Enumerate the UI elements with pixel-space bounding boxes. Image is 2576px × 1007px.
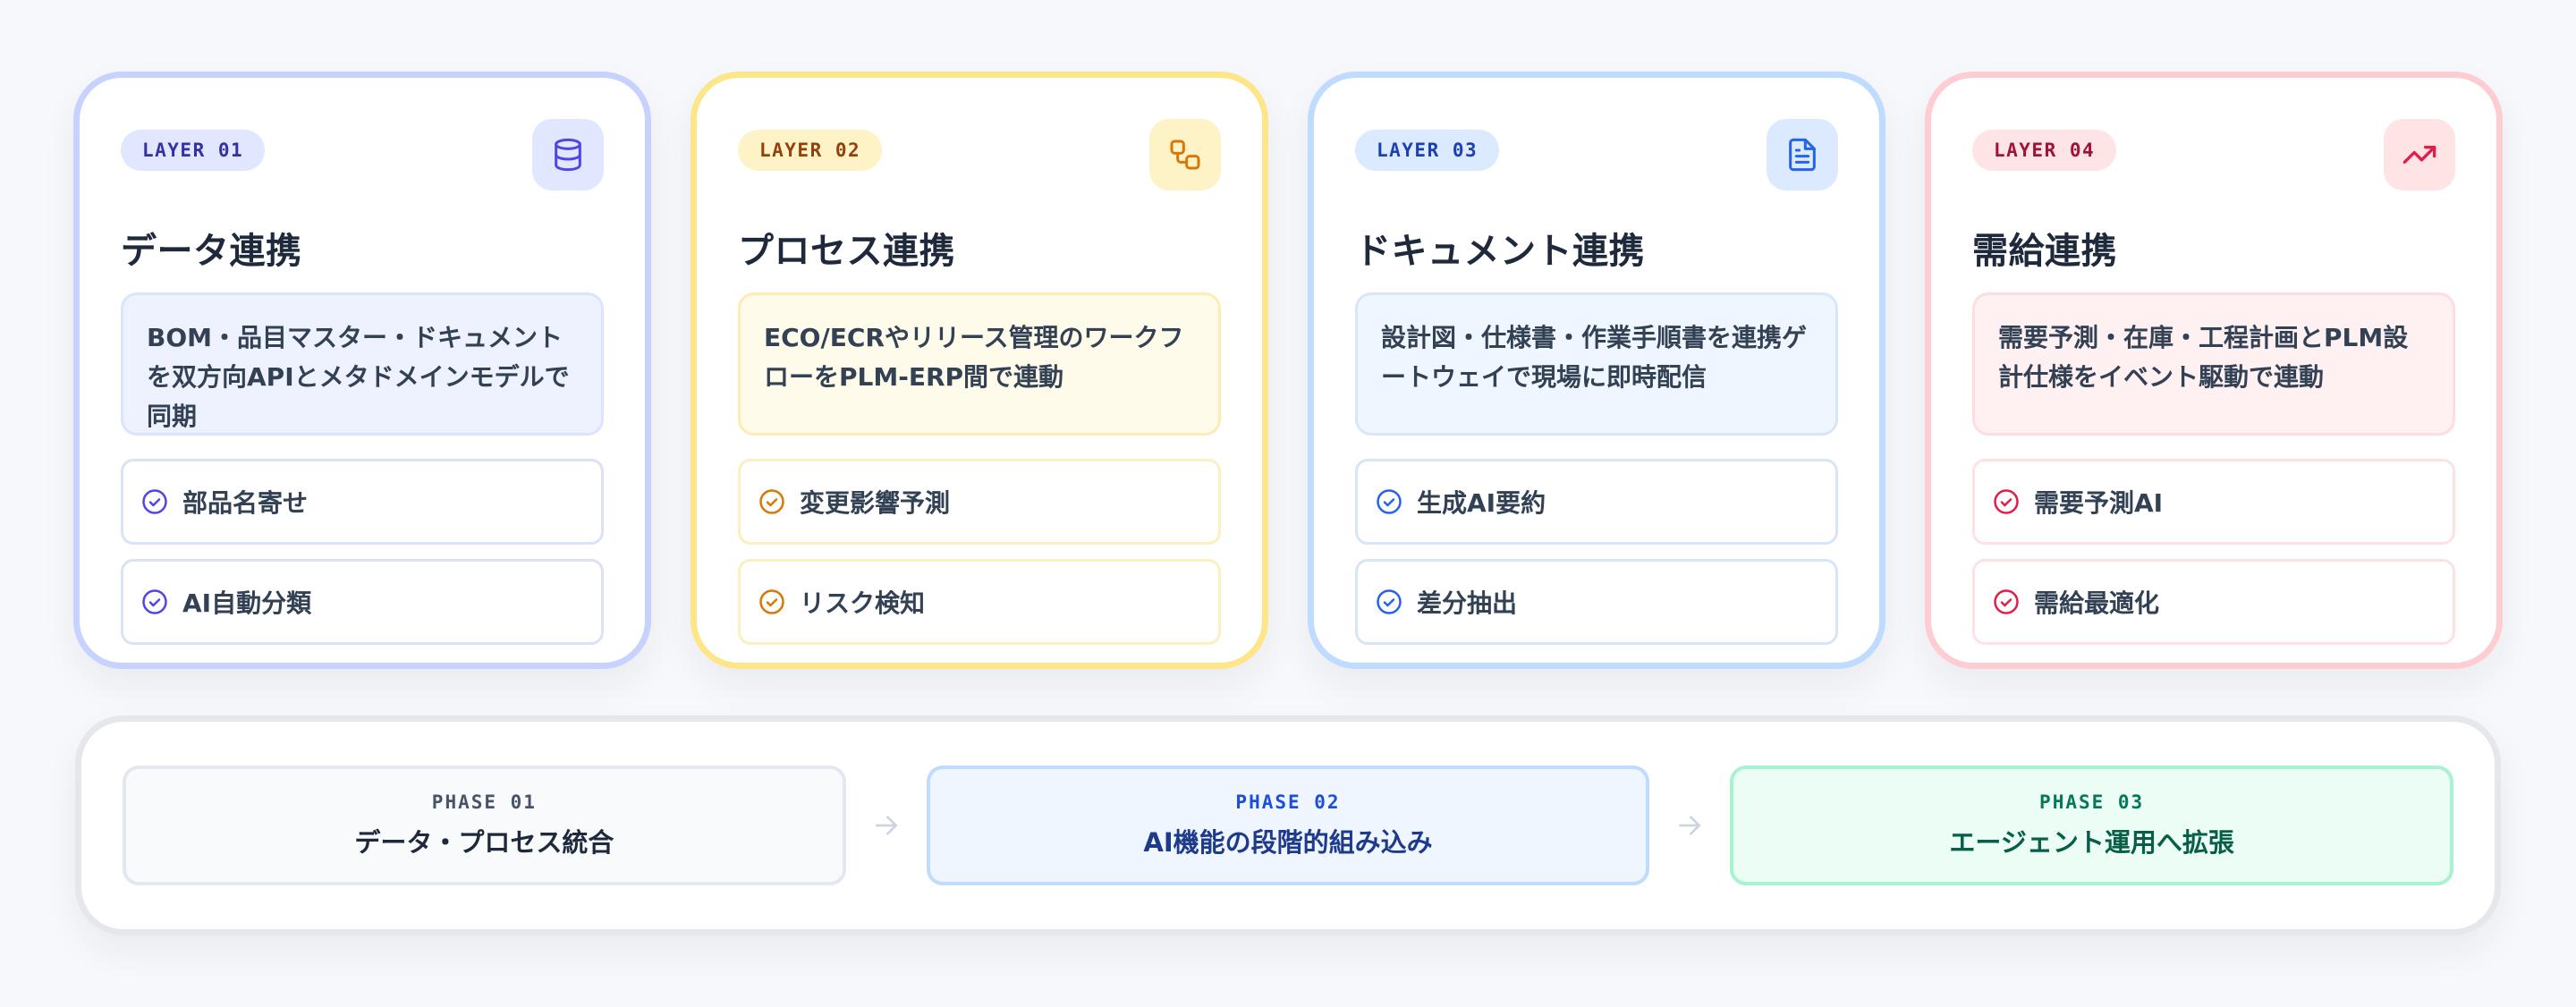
phase-tag: PHASE 02 xyxy=(1235,791,1341,813)
arrow-right-icon xyxy=(1649,811,1730,840)
check-circle-icon xyxy=(1376,488,1402,515)
card-header: LAYER 03 xyxy=(1355,78,1838,212)
trending-up-icon xyxy=(2384,119,2455,190)
card-header: LAYER 04 xyxy=(1972,78,2455,212)
layer-description: 設計図・仕様書・作業手順書を連携ゲートウェイで現場に即時配信 xyxy=(1355,292,1838,436)
layer-badge: LAYER 01 xyxy=(121,130,266,171)
check-circle-icon xyxy=(1376,588,1402,615)
feature-item: AI自動分類 xyxy=(121,559,604,645)
phase-title: エージェント運用へ拡張 xyxy=(1949,827,2234,858)
layer-description: BOM・品目マスター・ドキュメントを双方向APIとメタドメインモデルで同期 xyxy=(121,292,604,436)
layer-description: ECO/ECRやリリース管理のワークフローをPLM-ERP間で連動 xyxy=(738,292,1221,436)
feature-label: 部品名寄せ xyxy=(182,488,309,518)
feature-label: 生成AI要約 xyxy=(1417,488,1546,518)
check-circle-icon xyxy=(758,488,785,515)
phase-02: PHASE 02 AI機能の段階的組み込み xyxy=(926,766,1650,885)
workflow-icon xyxy=(1149,119,1221,190)
feature-item: 需給最適化 xyxy=(1972,559,2455,645)
layer-title: プロセス連携 xyxy=(738,231,955,272)
feature-item: 部品名寄せ xyxy=(121,459,604,545)
feature-item: 変更影響予測 xyxy=(738,459,1221,545)
phase-01: PHASE 01 データ・プロセス統合 xyxy=(123,766,846,885)
layer-cards: LAYER 01 データ連携 BOM・品目マスター・ドキュメントを双方向APIと… xyxy=(73,72,2503,669)
feature-label: AI自動分類 xyxy=(182,588,312,618)
layer-badge: LAYER 03 xyxy=(1355,130,1500,171)
check-circle-icon xyxy=(141,588,168,615)
feature-label: 変更影響予測 xyxy=(800,488,951,518)
feature-item: 生成AI要約 xyxy=(1355,459,1838,545)
check-circle-icon xyxy=(141,488,168,515)
layer-card-process: LAYER 02 プロセス連携 ECO/ECRやリリース管理のワークフローをPL… xyxy=(691,72,1268,669)
arrow-right-icon xyxy=(846,811,927,840)
card-header: LAYER 01 xyxy=(121,78,604,212)
layer-description: 需要予測・在庫・工程計画とPLM設計仕様をイベント駆動で連動 xyxy=(1972,292,2455,436)
layer-title: ドキュメント連携 xyxy=(1355,231,1645,272)
feature-label: 差分抽出 xyxy=(1417,588,1518,618)
phase-roadmap: PHASE 01 データ・プロセス統合 PHASE 02 AI機能の段階的組み込… xyxy=(75,715,2501,935)
layer-badge: LAYER 02 xyxy=(738,130,883,171)
phase-title: データ・プロセス統合 xyxy=(354,827,614,858)
layer-card-document: LAYER 03 ドキュメント連携 設計図・仕様書・作業手順書を連携ゲートウェイ… xyxy=(1308,72,1885,669)
card-header: LAYER 02 xyxy=(738,78,1221,212)
feature-label: 需給最適化 xyxy=(2034,588,2160,618)
layer-card-data: LAYER 01 データ連携 BOM・品目マスター・ドキュメントを双方向APIと… xyxy=(73,72,651,669)
document-icon xyxy=(1767,119,1838,190)
phase-title: AI機能の段階的組み込み xyxy=(1143,827,1433,858)
phase-tag: PHASE 03 xyxy=(2039,791,2145,813)
check-circle-icon xyxy=(1993,488,2020,515)
phase-03: PHASE 03 エージェント運用へ拡張 xyxy=(1730,766,2454,885)
feature-item: 差分抽出 xyxy=(1355,559,1838,645)
feature-item: リスク検知 xyxy=(738,559,1221,645)
phase-tag: PHASE 01 xyxy=(431,791,537,813)
database-icon xyxy=(532,119,604,190)
feature-item: 需要予測AI xyxy=(1972,459,2455,545)
feature-label: リスク検知 xyxy=(800,588,926,618)
check-circle-icon xyxy=(758,588,785,615)
check-circle-icon xyxy=(1993,588,2020,615)
layer-card-supply-demand: LAYER 04 需給連携 需要予測・在庫・工程計画とPLM設計仕様をイベント駆… xyxy=(1925,72,2503,669)
layer-badge: LAYER 04 xyxy=(1972,130,2117,171)
feature-label: 需要予測AI xyxy=(2034,488,2164,518)
layer-title: 需給連携 xyxy=(1972,231,2117,272)
layer-title: データ連携 xyxy=(121,231,302,272)
